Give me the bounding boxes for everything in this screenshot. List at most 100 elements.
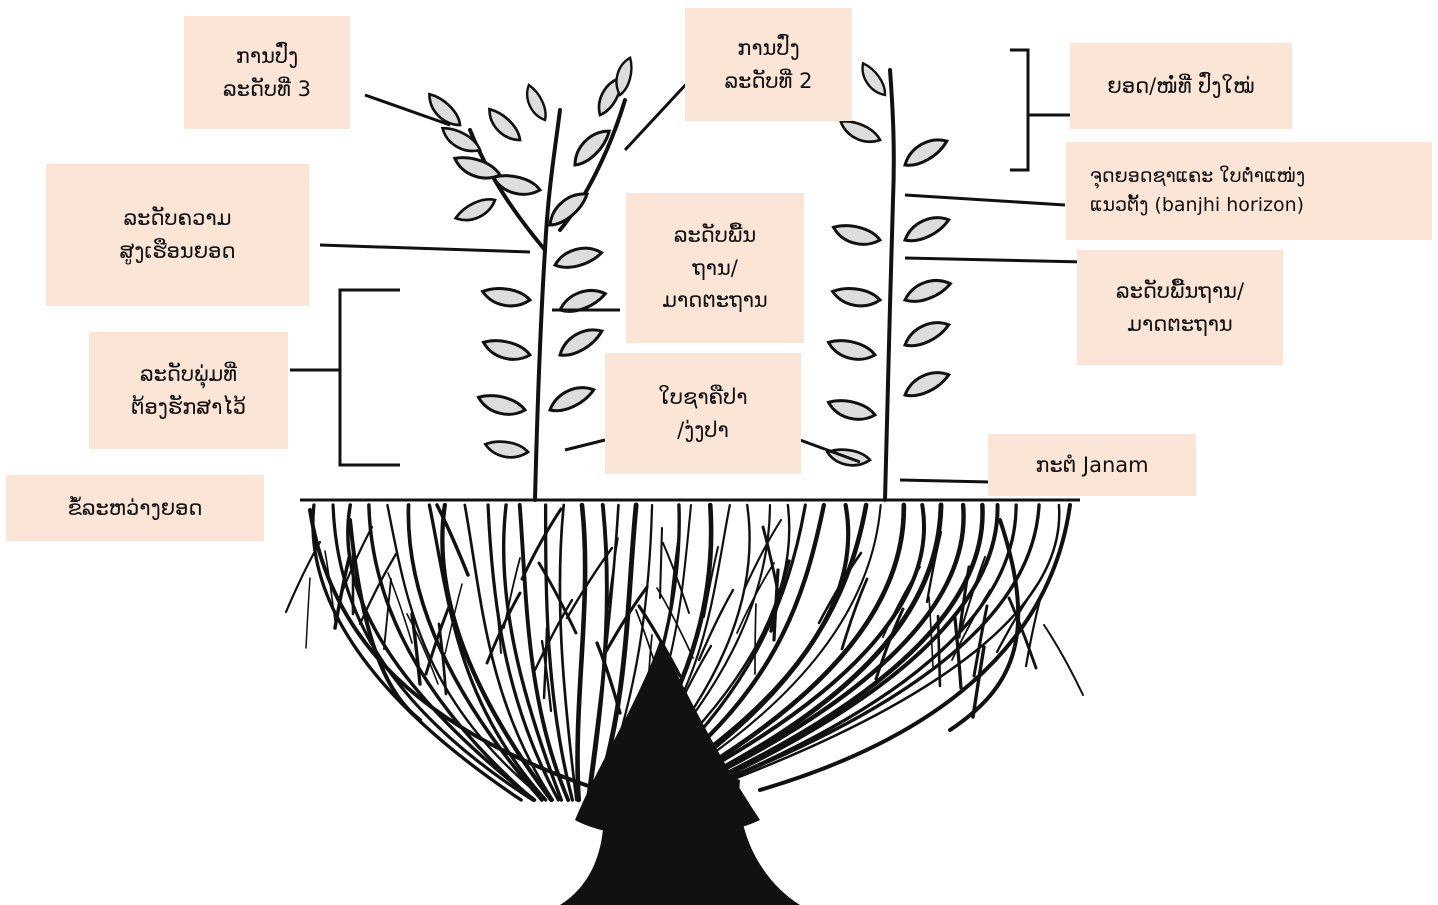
rootlet [668,541,680,615]
label-internode: ຂໍ້ລະຫວ່າງຍອດ [6,475,264,541]
root [427,503,548,802]
root [558,503,578,802]
rootlet [817,551,863,625]
leaf [553,322,608,361]
rootlet [284,540,322,614]
label-internode-line1: ຂໍ້ລະຫວ່າງຍອດ [67,495,203,520]
rootlet [953,616,963,690]
root [517,503,571,802]
pointer-internode [564,438,606,452]
root-outer [948,518,1021,732]
rootlet [435,503,470,577]
rootlet [387,572,413,644]
label-pluck-level-3-line2: ລະດັບທີ່ 3 [223,76,311,101]
leaf [551,243,605,272]
label-pluck-level-2-line2: ລະດັບທີ່ 2 [724,68,813,93]
bracket-new-shoot [1010,48,1070,172]
rootlet [537,561,578,635]
root [658,502,966,803]
rootlet [607,537,619,609]
label-shoot-height-line1: ລະດັບຄວາມ [123,206,232,231]
rootlet [882,566,921,638]
rootlet [972,604,989,678]
label-janam-line1: ກະຕໍ Janam [1035,452,1149,477]
leaf [422,87,465,134]
label-bush-level-line1: ລະດັບພຸ່ມທີ່ [139,361,237,386]
leaf [898,132,953,171]
label-fish-leaf: ໃບຊາຄືປາ /ງ່ງປາ [605,353,801,474]
rootlet [424,602,452,676]
root [671,503,1000,802]
pointer-janam [899,478,991,484]
leaf [899,365,954,402]
label-pluck-level-2: ການປົ່ງ ລະດັບທີ່ 2 [685,8,852,121]
rootlet [533,598,574,672]
rootlet [928,596,934,668]
label-pluck-level-2-line1: ການປົ່ງ [737,35,800,60]
rootlet [410,612,422,686]
rootlet [493,582,502,654]
rootlet [662,542,690,614]
root [311,503,523,802]
rootlet [406,613,439,685]
root-outer [758,503,1072,792]
leaf [474,387,529,423]
root [367,503,536,802]
pointer-base-right [904,256,1086,264]
pointer-pluck2 [623,78,692,152]
label-base-level-center: ລະດັບພື້ນ ຖານ/ ມາດຕະຖານ [626,193,804,343]
root [543,503,575,802]
rootlet [565,546,614,620]
rootlet [485,591,522,665]
rootlet [736,562,775,634]
rootlet [1043,624,1084,696]
root [346,503,537,802]
label-base-level-right-line1: ລະດັບພື້ນຖານ/ [1115,278,1245,303]
rootlet [697,588,735,662]
rootlet [961,556,986,628]
label-bud-point-line1: ຈຸດຍອດຊາແຄະ ໃບຕໍ່າແໜ່ງ [1090,164,1306,187]
leaf [899,315,954,352]
label-shoot-height: ລະດັບຄວາມ ສູງເຮືອນຍອດ [46,164,309,306]
bracket-bush-level [290,288,400,467]
rootlet [444,583,463,655]
rootlet [305,577,311,649]
rootlet [383,578,392,650]
rootlet [925,530,943,604]
stem-left [533,108,562,502]
label-base-level-center-line3: ມາດຕະຖານ [662,288,768,313]
leaf [824,392,879,428]
root [486,503,560,802]
rootlet [703,546,719,618]
label-bud-point-line2: ແນວຕັ້ງ (banjhi horizon) [1090,194,1305,216]
leaf [829,217,884,253]
label-janam: ກະຕໍ Janam [988,434,1196,496]
root [501,503,564,802]
leaf [451,194,501,227]
label-shoot-height-line2: ສູງເຮືອນຍອດ [119,239,236,263]
pointer-bud-point [904,193,1066,207]
leaf [829,281,883,313]
label-base-level-center-line1: ລະດັບພື້ນ [673,223,757,248]
leaf [482,102,525,149]
rootlet [951,589,991,661]
root-outer [348,518,422,722]
rootlet [540,639,553,713]
root-crown-mass [575,640,760,837]
leaf [856,58,890,101]
label-bud-point: ຈຸດຍອດຊາແຄະ ໃບຕໍ່າແໜ່ງ ແນວຕັ້ງ (banjhi h… [1066,142,1432,240]
label-fish-leaf-line1: ໃບຊາຄືປາ [658,384,748,409]
rootlet [658,526,664,600]
leaf [482,435,531,464]
pointer-shoot-height [319,243,531,254]
root [463,503,555,802]
label-pluck-level-3-line1: ການປົ່ງ [235,43,299,68]
label-new-shoot: ຍອດ/ໜໍ່ທີ່ ປົ່ງໃໝ່ [1070,43,1292,129]
root [575,502,588,803]
rootlet [437,622,448,696]
rootlet [772,568,780,642]
stem-right [883,68,896,502]
pointer-pluck3 [364,93,451,127]
